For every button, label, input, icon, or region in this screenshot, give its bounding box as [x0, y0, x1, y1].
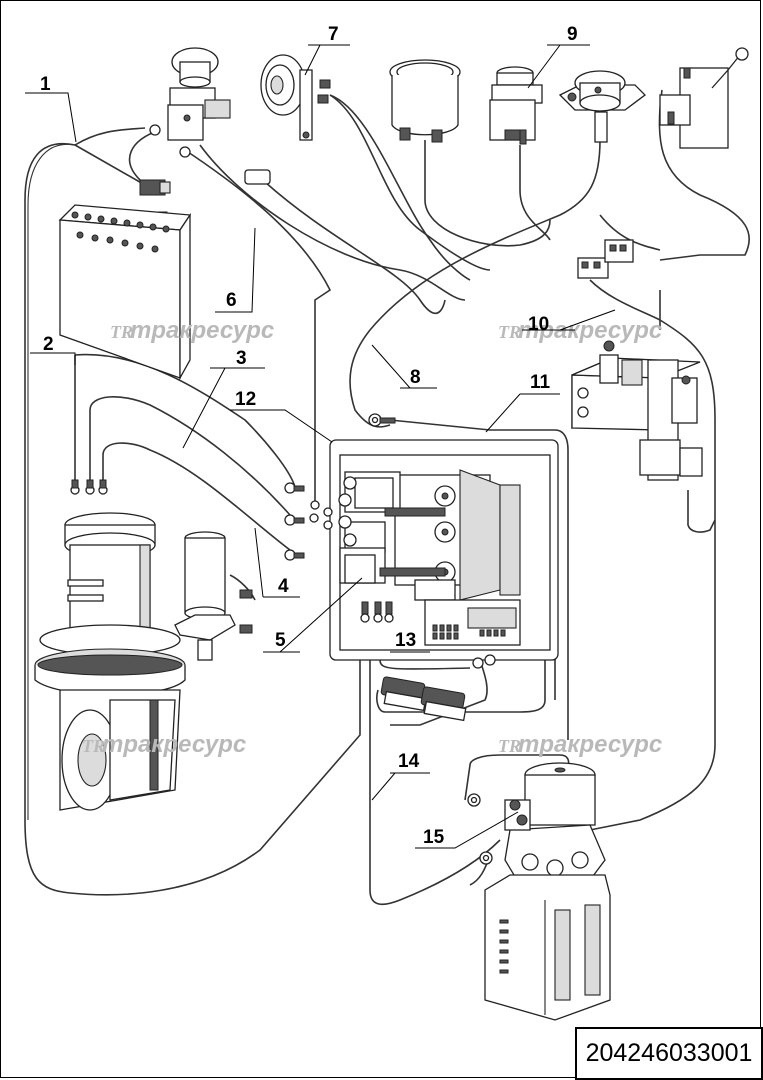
battery-gauge [389, 59, 461, 143]
watermark-3: TR тракресурс [82, 731, 246, 758]
svg-text:9: 9 [567, 24, 578, 45]
callout-4: 4 [254, 527, 300, 598]
svg-text:13: 13 [395, 630, 416, 651]
svg-text:8: 8 [410, 367, 421, 388]
emergency-stop-switch [149, 47, 231, 158]
svg-text:7: 7 [328, 24, 339, 45]
svg-text:1: 1 [40, 74, 51, 95]
micro-switch [659, 47, 749, 149]
callout-5: 5 [263, 577, 363, 653]
battery-box [58, 204, 192, 381]
svg-text:15: 15 [423, 827, 445, 848]
solenoid-valve [571, 340, 703, 481]
callout-13: 13 [390, 630, 430, 653]
svg-text:тракресурс: тракресурс [102, 731, 246, 758]
wire-harness [24, 89, 750, 906]
pump-motor [174, 531, 253, 661]
svg-text:тракресурс: тракресурс [130, 317, 274, 344]
callout-15: 15 [415, 811, 519, 849]
callout-3: 3 [182, 348, 265, 449]
drive-wheel [59, 689, 181, 811]
key-switch [489, 66, 543, 145]
controller-panel [329, 439, 559, 661]
svg-text:TR: TR [498, 736, 521, 756]
callout-2: 2 [30, 334, 76, 365]
svg-text:тракресурс: тракресурс [518, 731, 662, 758]
svg-text:TR: TR [110, 322, 133, 342]
svg-text:4: 4 [278, 576, 289, 597]
callout-7: 7 [304, 24, 350, 76]
svg-text:TR: TR [498, 322, 521, 342]
callout-1: 1 [25, 74, 77, 143]
svg-text:6: 6 [226, 290, 237, 311]
hydraulic-power-unit [484, 762, 611, 1021]
svg-text:TR: TR [82, 736, 105, 756]
svg-text:3: 3 [236, 348, 247, 369]
connector-pair [577, 239, 634, 279]
watermark-4: TR тракресурс [498, 731, 662, 758]
svg-text:2: 2 [43, 334, 54, 355]
callout-10: 10 [522, 309, 616, 335]
buzzer [558, 70, 646, 143]
callout-6: 6 [215, 227, 256, 313]
traction-motor [34, 512, 186, 696]
harness-plugs [380, 676, 467, 722]
callout-14: 14 [371, 751, 430, 801]
callout-9: 9 [527, 24, 590, 89]
horn [260, 54, 331, 141]
callout-8: 8 [371, 344, 437, 389]
svg-text:5: 5 [275, 630, 286, 651]
svg-text:12: 12 [235, 389, 256, 410]
svg-text:10: 10 [528, 314, 549, 335]
watermark-1: TR тракресурс [110, 317, 274, 344]
svg-text:11: 11 [530, 372, 551, 393]
svg-text:14: 14 [398, 751, 420, 772]
part-number: 204246033001 [575, 1027, 763, 1080]
ring-terminals [70, 413, 496, 865]
callout-12: 12 [230, 389, 333, 443]
callout-11: 11 [485, 372, 560, 433]
